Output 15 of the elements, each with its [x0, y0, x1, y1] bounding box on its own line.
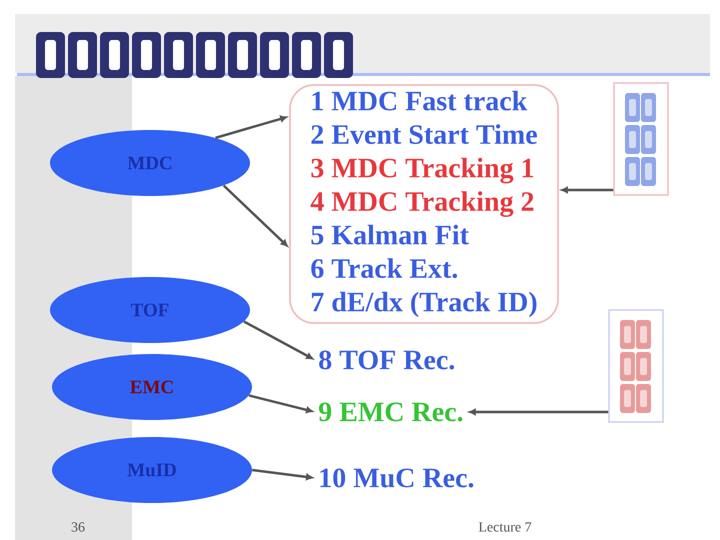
list-box: 1 MDC Fast track 2 Event Start Time 3 MDC Tracking 1 4 MDC Tracking 2 5 Kalman Fit 6 Track Ext. 7 dE/dx (Track ID) — [289, 84, 559, 324]
arrow — [243, 320, 314, 360]
arrow — [252, 468, 313, 480]
glyph-box — [613, 82, 669, 196]
arrow — [248, 394, 313, 414]
arrow — [222, 184, 288, 247]
step-label: 8 TOF Rec. — [319, 350, 454, 370]
page-number: 36 — [72, 522, 85, 532]
footer-text: Lecture 7 — [478, 522, 532, 532]
glyph-box — [608, 309, 664, 423]
arrow — [469, 408, 608, 416]
step-label: 9 EMC Rec. — [318, 402, 462, 422]
step-label: 10 MuC Rec. — [320, 468, 474, 488]
arrow — [215, 116, 287, 140]
arrow — [561, 186, 614, 194]
